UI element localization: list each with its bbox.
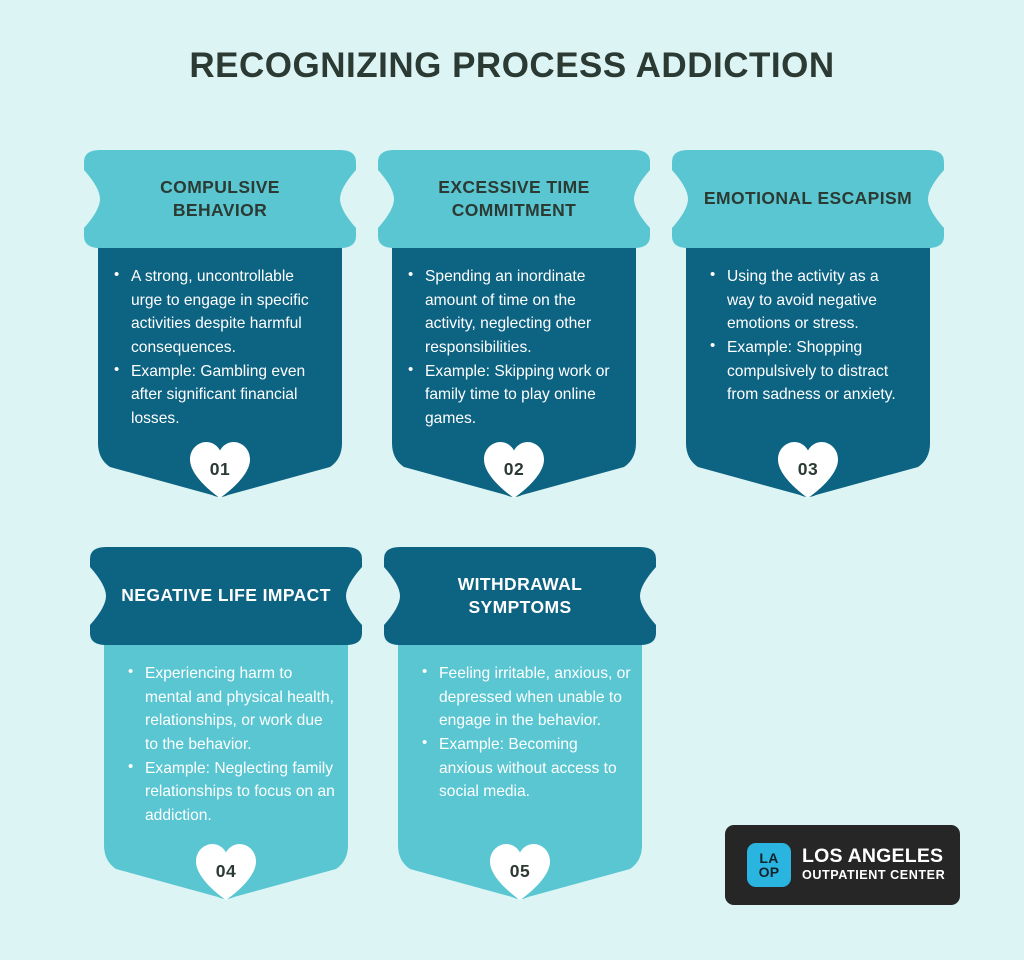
logo-primary-name: LOS ANGELES bbox=[802, 845, 944, 868]
ribbon-shape bbox=[78, 150, 362, 248]
list-item: Feeling irritable, anxious, or depressed… bbox=[420, 661, 632, 733]
logo-mark-top: LA bbox=[759, 849, 779, 866]
ribbon-shape bbox=[378, 547, 662, 645]
list-item: A strong, uncontrollable urge to engage … bbox=[112, 264, 324, 360]
list-item: Example: Skipping work or family time to… bbox=[406, 359, 618, 431]
heart-icon bbox=[778, 442, 838, 498]
card-01: A strong, uncontrollable urge to engage … bbox=[78, 150, 362, 500]
card-02-body: Spending an inordinate amount of time on… bbox=[392, 243, 636, 500]
ribbon-shape bbox=[84, 547, 368, 645]
logo-text: LOS ANGELES OUTPATIENT CENTER bbox=[802, 845, 946, 883]
list-item: Example: Becoming anxious without access… bbox=[420, 732, 632, 804]
logo-secondary-name: OUTPATIENT CENTER bbox=[802, 867, 946, 882]
card-02-header: EXCESSIVE TIME COMMITMENT bbox=[372, 150, 656, 248]
list-item: Example: Neglecting family relationships… bbox=[126, 756, 338, 828]
card-05-header: WITHDRAWAL SYMPTOMS bbox=[378, 547, 662, 645]
card-02-number: 02 bbox=[503, 459, 525, 479]
list-item: Experiencing harm to mental and physical… bbox=[126, 661, 338, 757]
card-03-title: EMOTIONAL ESCAPISM bbox=[703, 188, 913, 209]
card-05-badge: 05 bbox=[487, 842, 553, 902]
logo-mark-bottom: OP bbox=[758, 864, 780, 880]
ribbon-shape bbox=[666, 150, 950, 248]
card-05: Feeling irritable, anxious, or depressed… bbox=[378, 547, 662, 902]
card-01-title: COMPULSIVE BEHAVIOR bbox=[160, 176, 280, 220]
logo[interactable]: LA OP LOS ANGELES OUTPATIENT CENTER bbox=[725, 825, 960, 905]
card-03-header: EMOTIONAL ESCAPISM bbox=[666, 150, 950, 248]
card-03-badge: 03 bbox=[775, 440, 841, 500]
card-01-badge: 01 bbox=[187, 440, 253, 500]
card-02-badge: 02 bbox=[481, 440, 547, 500]
card-01-body: A strong, uncontrollable urge to engage … bbox=[98, 243, 342, 500]
card-03-number: 03 bbox=[797, 459, 819, 479]
card-02-bullets: Spending an inordinate amount of time on… bbox=[392, 243, 636, 431]
page-title: RECOGNIZING PROCESS ADDICTION bbox=[189, 46, 835, 85]
heart-icon bbox=[490, 844, 550, 900]
list-item: Spending an inordinate amount of time on… bbox=[406, 264, 618, 360]
list-item: Example: Shopping compulsively to distra… bbox=[708, 335, 910, 407]
heart-icon bbox=[484, 442, 544, 498]
card-01-header: COMPULSIVE BEHAVIOR bbox=[78, 150, 362, 248]
heart-icon bbox=[190, 442, 250, 498]
list-item: Example: Gambling even after significant… bbox=[112, 359, 324, 431]
heart-icon bbox=[196, 844, 256, 900]
card-05-bullets: Feeling irritable, anxious, or depressed… bbox=[398, 640, 642, 804]
list-item: Using the activity as a way to avoid neg… bbox=[708, 264, 910, 336]
card-04: Experiencing harm to mental and physical… bbox=[84, 547, 368, 902]
card-04-title: NEGATIVE LIFE IMPACT bbox=[121, 585, 331, 606]
card-03: Using the activity as a way to avoid neg… bbox=[666, 150, 950, 500]
card-04-number: 04 bbox=[215, 861, 237, 881]
card-03-bullets: Using the activity as a way to avoid neg… bbox=[686, 243, 930, 407]
card-04-body: Experiencing harm to mental and physical… bbox=[104, 640, 348, 902]
card-04-header: NEGATIVE LIFE IMPACT bbox=[84, 547, 368, 645]
ribbon-shape bbox=[372, 150, 656, 248]
card-05-body: Feeling irritable, anxious, or depressed… bbox=[398, 640, 642, 902]
card-05-number: 05 bbox=[509, 861, 531, 881]
card-04-bullets: Experiencing harm to mental and physical… bbox=[104, 640, 348, 828]
card-01-bullets: A strong, uncontrollable urge to engage … bbox=[98, 243, 342, 431]
card-05-title: WITHDRAWAL SYMPTOMS bbox=[457, 573, 583, 617]
laop-logo-icon: LA OP bbox=[747, 843, 791, 887]
card-01-number: 01 bbox=[209, 459, 231, 479]
card-02-title: EXCESSIVE TIME COMMITMENT bbox=[438, 176, 590, 220]
card-03-body: Using the activity as a way to avoid neg… bbox=[686, 243, 930, 500]
card-02: Spending an inordinate amount of time on… bbox=[372, 150, 656, 500]
card-04-badge: 04 bbox=[193, 842, 259, 902]
